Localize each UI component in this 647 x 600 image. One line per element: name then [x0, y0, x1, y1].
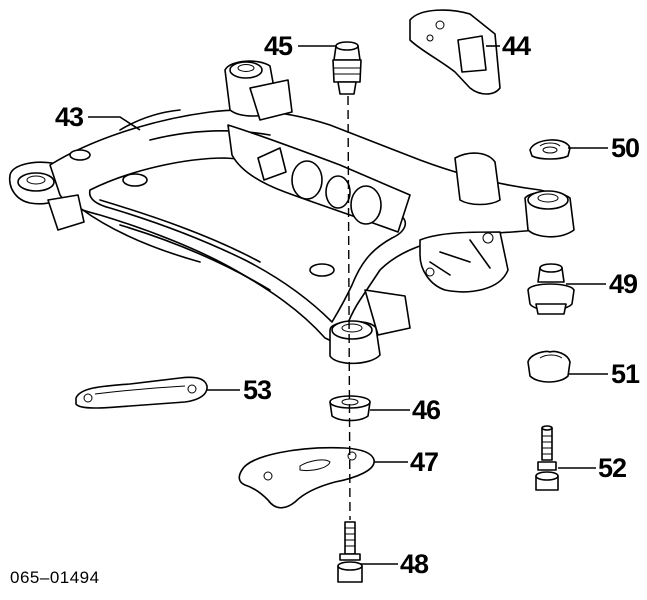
mount-bushing-49 — [527, 263, 575, 315]
callout-47: 47 — [410, 447, 439, 477]
callout-51: 51 — [611, 359, 640, 389]
callout-53: 53 — [243, 375, 272, 405]
bolt-52 — [535, 425, 559, 491]
alignment-line — [347, 95, 351, 521]
callout-45: 45 — [264, 31, 293, 61]
callout-48: 48 — [400, 549, 429, 579]
plate-47 — [238, 446, 375, 509]
bracket-44 — [409, 9, 501, 95]
callout-44: 44 — [502, 31, 531, 61]
callout-50: 50 — [611, 133, 640, 163]
bolt-48 — [337, 521, 363, 583]
stopper-51 — [527, 350, 571, 383]
callout-52: 52 — [598, 453, 627, 483]
drawing-code: 065–01494 — [10, 568, 100, 587]
leader-lines — [88, 45, 608, 565]
callout-46: 46 — [412, 395, 441, 425]
callout-49: 49 — [609, 269, 638, 299]
washer-50 — [529, 139, 571, 160]
crossmember-43 — [8, 60, 575, 365]
bushing-45 — [332, 41, 362, 95]
callout-43: 43 — [55, 102, 84, 132]
link-arm-53 — [75, 376, 208, 409]
